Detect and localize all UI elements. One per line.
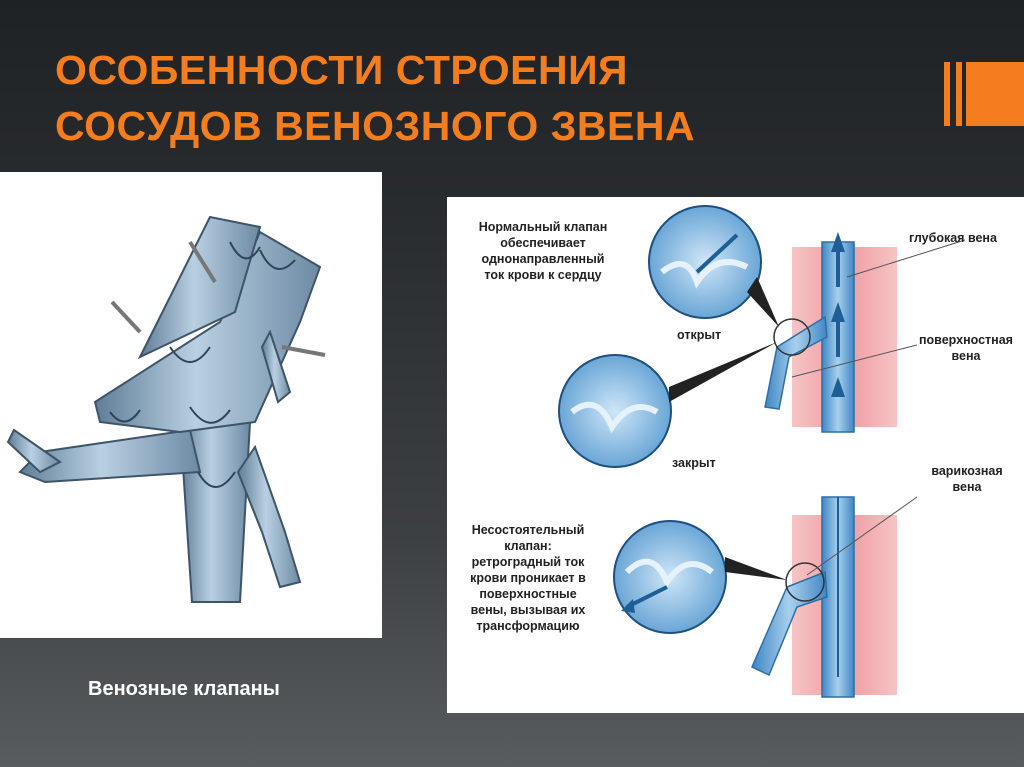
superficial-vein-label: поверхностная вена xyxy=(912,332,1020,364)
normal-valve-line-2: обеспечивает xyxy=(500,236,586,250)
varicose-vein-label: варикозная вена xyxy=(917,463,1017,495)
title-line-2: СОСУДОВ ВЕНОЗНОГО ЗВЕНА xyxy=(55,103,696,149)
open-label: открыт xyxy=(677,328,722,342)
title-line-1: ОСОБЕННОСТИ СТРОЕНИЯ xyxy=(55,47,629,93)
superficial-vein-line-2: вена xyxy=(951,349,981,363)
normal-valve-line-1: Нормальный клапан xyxy=(478,220,608,234)
incompetent-line-1: Несостоятельный xyxy=(471,523,585,537)
valve-function-diagram: Нормальный клапан обеспечивает однонапра… xyxy=(447,197,1024,713)
incompetent-line-3: ретроградный ток xyxy=(471,555,585,569)
incompetent-line-2: клапан: xyxy=(504,539,552,553)
superficial-vein-line-1: поверхностная xyxy=(919,333,1013,347)
incompetent-line-6: вены, вызывая их xyxy=(470,603,586,617)
venous-valves-illustration xyxy=(0,172,382,638)
deep-vein-label: глубокая вена xyxy=(909,231,997,245)
left-caption: Венозные клапаны xyxy=(88,678,280,700)
varicose-vein-line-1: варикозная xyxy=(931,464,1003,478)
closed-label: закрыт xyxy=(672,456,716,470)
varicose-vein-line-2: вена xyxy=(952,480,982,494)
normal-valve-description: Нормальный клапан обеспечивает однонапра… xyxy=(453,219,633,283)
incompetent-line-7: трансформацию xyxy=(476,619,580,633)
slide-title: ОСОБЕННОСТИ СТРОЕНИЯ СОСУДОВ ВЕНОЗНОГО З… xyxy=(55,42,695,154)
incompetent-line-5: поверхностные xyxy=(479,587,577,601)
incompetent-line-4: крови проникает в xyxy=(470,571,586,585)
title-decoration xyxy=(944,62,1024,126)
normal-valve-line-3: однонаправленный xyxy=(481,252,605,266)
normal-valve-line-4: ток крови к сердцу xyxy=(484,268,602,282)
incompetent-valve-description: Несостоятельный клапан: ретроградный ток… xyxy=(453,522,603,634)
